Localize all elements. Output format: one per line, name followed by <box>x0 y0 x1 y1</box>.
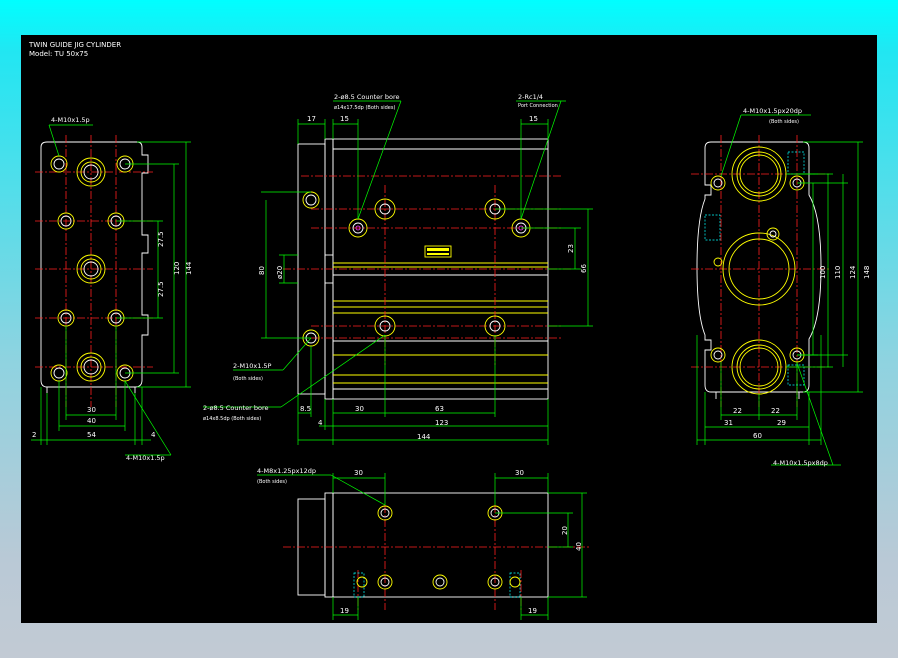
bottom-callout-1: 4-M8x1.25px12dp <box>257 467 316 475</box>
left-dim-40: 40 <box>87 417 96 425</box>
front-dim-20: ø20 <box>276 266 284 279</box>
front-dim-15a: 15 <box>340 115 349 123</box>
front-dim-85: 8.5 <box>300 405 311 413</box>
bottom-dim-20: 20 <box>561 526 569 535</box>
right-dim-110: 110 <box>834 266 842 279</box>
right-dim-22a: 22 <box>733 407 742 415</box>
front-dim-30: 30 <box>355 405 364 413</box>
left-callout-top: 4-M10x1.5p <box>51 116 90 124</box>
front-dim-4: 4 <box>318 419 323 427</box>
right-dim-124: 124 <box>849 265 857 279</box>
bottom-dim-19a: 19 <box>340 607 349 615</box>
front-dim-23: 23 <box>567 244 575 253</box>
drawing-title: TWIN GUIDE JIG CYLINDER <box>28 41 121 49</box>
left-dim-54: 54 <box>87 431 96 439</box>
front-dim-144: 144 <box>417 433 431 441</box>
front-dim-15b: 15 <box>529 115 538 123</box>
bottom-callout-2: (Both sides) <box>257 479 287 485</box>
right-callout-top-2: (Both sides) <box>769 119 799 125</box>
front-callout-port-1: 2-Rc1/4 <box>518 93 543 101</box>
right-dim-29: 29 <box>777 419 786 427</box>
right-dim-22b: 22 <box>771 407 780 415</box>
front-callout-counterbore-top-2: ø14x17.5dp (Both sides) <box>334 105 395 111</box>
bottom-dim-30a: 30 <box>354 469 363 477</box>
left-callout-bottom: 4-M10x1.5p <box>126 454 165 462</box>
left-dim-275b: 27.5 <box>157 281 165 297</box>
right-dim-148: 148 <box>863 266 871 279</box>
right-callout-top-1: 4-M10x1.5px20dp <box>743 107 802 115</box>
bottom-dim-19b: 19 <box>528 607 537 615</box>
bottom-view <box>257 473 591 620</box>
left-dim-275a: 27.5 <box>157 231 165 247</box>
front-callout-port-2: Port Connection <box>518 103 558 109</box>
front-callout-m10-2: (Both sides) <box>233 376 263 382</box>
front-dim-17: 17 <box>307 115 316 123</box>
right-callout-bottom: 4-M10x1.5px8dp <box>773 459 828 467</box>
front-dim-66: 66 <box>580 264 588 273</box>
drawing-model: Model: TU 50x75 <box>29 50 88 58</box>
drawing-sheet: TWIN GUIDE JIG CYLINDER Model: TU 50x75 <box>21 35 877 623</box>
right-end-view <box>691 114 863 466</box>
right-dim-60: 60 <box>753 432 762 440</box>
front-callout-counterbore-bottom-1: 2-ø8.5 Counter bore <box>203 404 269 412</box>
left-dim-30: 30 <box>87 406 96 414</box>
front-dim-63: 63 <box>435 405 444 413</box>
left-dim-120: 120 <box>173 262 181 275</box>
front-callout-counterbore-bottom-2: ø14x8.5dp (Both sides) <box>203 416 261 422</box>
front-callout-counterbore-top-1: 2-ø8.5 Counter bore <box>334 93 400 101</box>
front-dim-123: 123 <box>435 419 448 427</box>
left-end-view <box>31 124 191 456</box>
left-dim-4: 4 <box>151 431 156 439</box>
front-view <box>203 100 593 445</box>
right-dim-31: 31 <box>724 419 733 427</box>
technical-drawing: TWIN GUIDE JIG CYLINDER Model: TU 50x75 <box>28 41 871 620</box>
bottom-dim-30b: 30 <box>515 469 524 477</box>
front-callout-m10-1: 2-M10x1.5P <box>233 362 272 370</box>
left-dim-144: 144 <box>185 261 193 275</box>
front-dim-80: 80 <box>258 266 266 275</box>
left-dim-2: 2 <box>32 431 36 439</box>
right-dim-100: 100 <box>819 266 827 279</box>
bottom-dim-40: 40 <box>575 542 583 551</box>
